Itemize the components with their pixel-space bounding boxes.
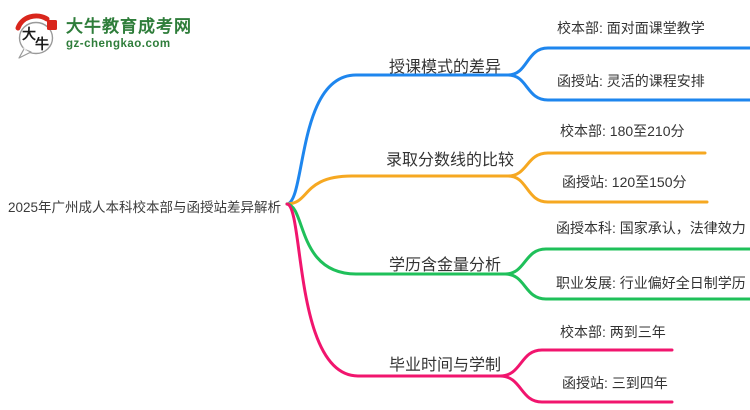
logo-red-arc	[15, 13, 50, 31]
branch-label-teaching-mode: 授课模式的差异	[389, 59, 502, 76]
leaf-teaching-campus: 校本部: 面对面课堂教学	[557, 20, 705, 36]
branch-teaching-mode-main-line	[285, 73, 510, 206]
branch-graduation-child2-line	[498, 374, 674, 404]
leaf-score-correspondence: 函授站: 120至150分	[562, 174, 687, 190]
branch-teaching-mode-child2-line	[506, 73, 750, 102]
logo-domain: gz-chengkao.com	[66, 38, 171, 50]
leaf-teaching-correspondence: 函授站: 灵活的课程安排	[557, 73, 705, 89]
branch-teaching-mode-child1-line	[506, 46, 750, 77]
logo-char-niu: 牛	[35, 36, 49, 52]
branch-label-score-line: 录取分数线的比较	[386, 152, 515, 169]
daniu-bubble-icon: 大 牛	[15, 13, 57, 59]
logo-red-seal	[47, 20, 57, 30]
branch-score-line-main-line	[285, 174, 510, 206]
central-topic: 2025年广州成人本科校本部与函授站差异解析	[8, 200, 282, 215]
site-logo: 大 牛 大牛教育成考网 gz-chengkao.com	[14, 11, 192, 61]
leaf-score-campus: 校本部: 180至210分	[560, 123, 685, 139]
branch-graduation-child1-line	[498, 348, 674, 378]
branch-degree-value-child1-line	[503, 247, 750, 276]
branch-label-degree-value: 学历含金量分析	[389, 257, 502, 274]
logo-char-da: 大	[22, 26, 36, 42]
leaf-degree-career: 职业发展: 行业偏好全日制学历	[556, 275, 746, 291]
leaf-graduation-correspondence: 函授站: 三到四年	[562, 375, 668, 391]
branch-label-graduation: 毕业时间与学制	[389, 357, 502, 374]
branch-degree-value-main-line	[285, 202, 507, 276]
leaf-graduation-campus: 校本部: 两到三年	[560, 324, 666, 340]
branch-score-line-child2-line	[506, 174, 709, 204]
logo-text-block: 大牛教育成考网 gz-chengkao.com	[66, 11, 192, 52]
branch-graduation-main-line	[285, 202, 502, 378]
leaf-degree-recognition: 函授本科: 国家承认，法律效力	[556, 220, 746, 236]
branch-score-line-child1-line	[506, 151, 707, 178]
branch-degree-value-child2-line	[503, 272, 750, 301]
logo-title: 大牛教育成考网	[66, 17, 192, 36]
